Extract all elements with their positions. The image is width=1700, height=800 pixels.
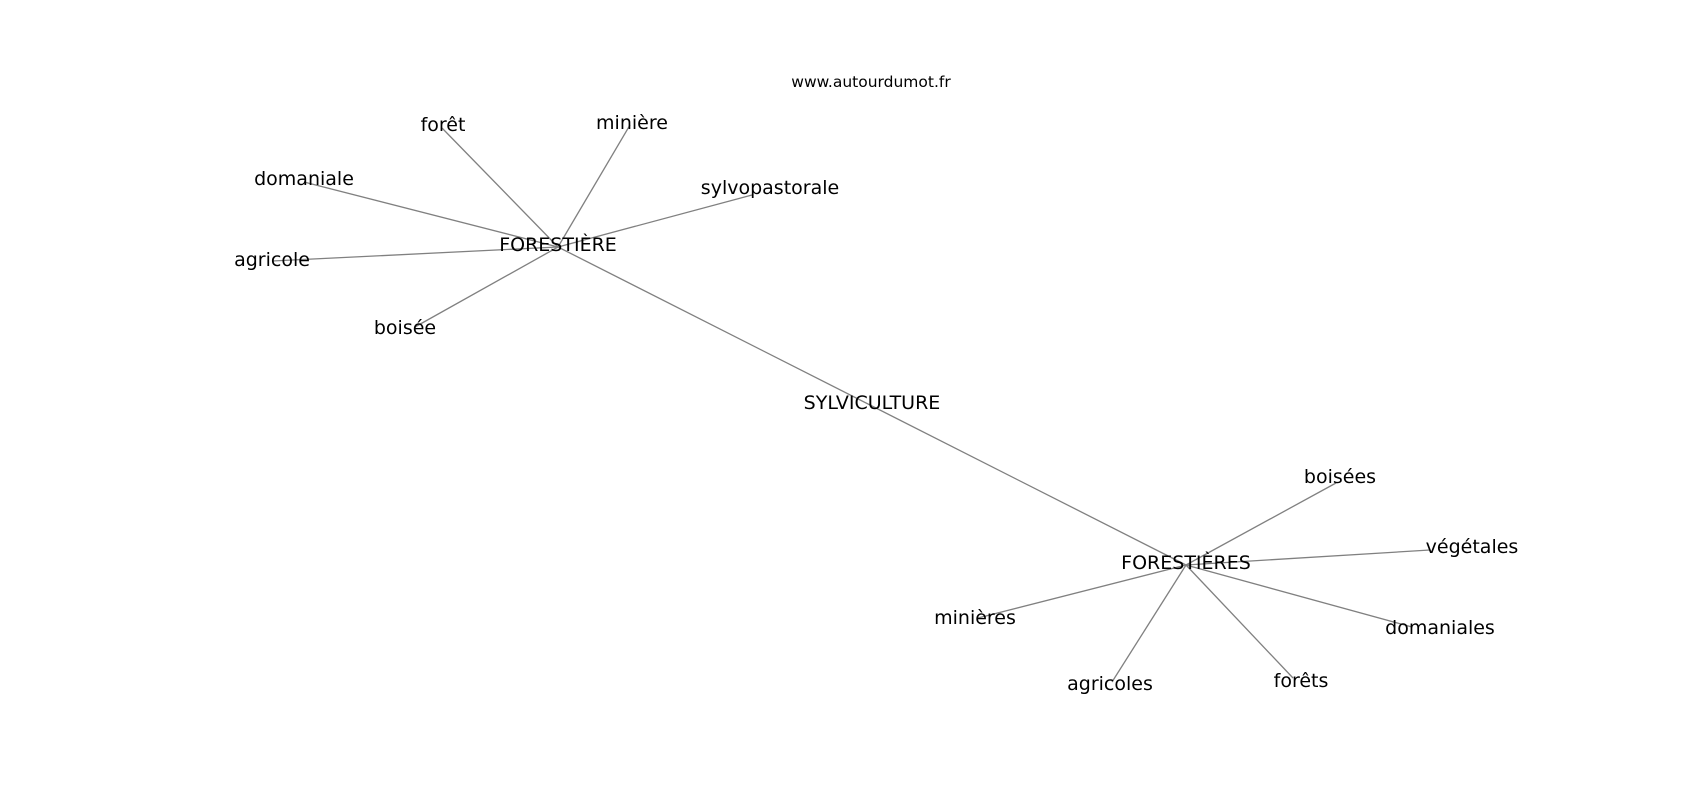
- node-label-forets[interactable]: forêts: [1274, 670, 1329, 692]
- node-label-forestieres[interactable]: FORESTIÈRES: [1121, 551, 1251, 574]
- node-label-domaniale[interactable]: domaniale: [254, 168, 354, 190]
- edge-forestiere-foret: [441, 127, 559, 248]
- node-label-vegetales[interactable]: végétales: [1426, 536, 1519, 558]
- node-label-agricoles[interactable]: agricoles: [1067, 673, 1153, 695]
- edge-forestiere-forestieres: [557, 246, 1187, 566]
- edges-layer: [271, 124, 1431, 683]
- node-label-agricole[interactable]: agricole: [234, 249, 310, 271]
- watermark-text: www.autourdumot.fr: [791, 73, 951, 91]
- edge-forestiere-domaniale: [303, 181, 559, 248]
- edge-forestieres-boisees: [1185, 482, 1337, 566]
- edge-forestiere-boisee: [414, 246, 559, 328]
- edge-forestiere-agricole: [271, 246, 559, 262]
- node-label-boisee[interactable]: boisée: [374, 317, 436, 339]
- node-label-forestiere[interactable]: FORESTIÈRE: [499, 233, 617, 256]
- edge-forestiere-miniere: [557, 124, 631, 248]
- node-label-domaniales[interactable]: domaniales: [1385, 617, 1495, 639]
- edge-forestiere-sylvopastorale: [557, 194, 753, 248]
- edge-forestieres-agricoles: [1111, 564, 1187, 683]
- node-label-minieres[interactable]: minières: [934, 607, 1016, 629]
- edge-forestieres-vegetales: [1185, 549, 1431, 566]
- node-label-miniere[interactable]: minière: [596, 112, 668, 134]
- node-label-sylvopastorale[interactable]: sylvopastorale: [701, 177, 839, 199]
- edge-forestieres-forets: [1185, 564, 1294, 679]
- node-label-foret[interactable]: forêt: [421, 114, 466, 136]
- node-label-boisees[interactable]: boisées: [1304, 466, 1376, 488]
- edge-forestieres-domaniales: [1185, 564, 1413, 628]
- labels-layer: SYLVICULTURE FORESTIÈRE FORESTIÈRES forêt mi…: [234, 112, 1518, 695]
- node-label-sylviculture[interactable]: SYLVICULTURE: [804, 392, 941, 414]
- edge-forestieres-minieres: [977, 564, 1187, 619]
